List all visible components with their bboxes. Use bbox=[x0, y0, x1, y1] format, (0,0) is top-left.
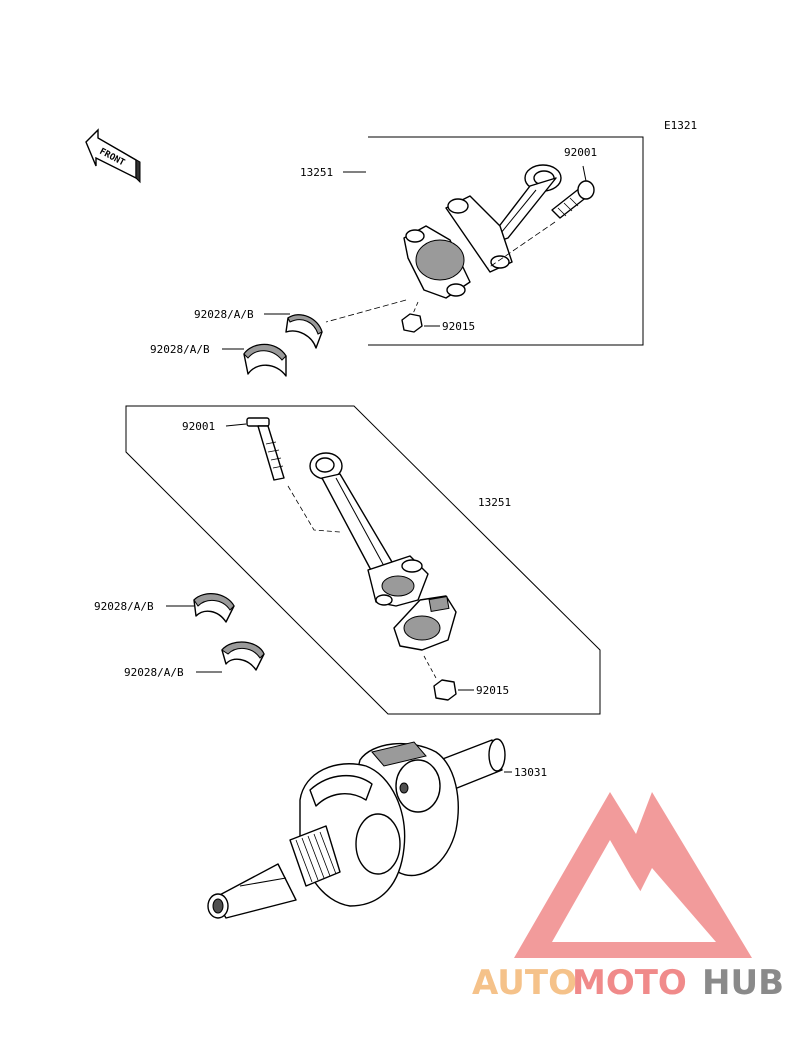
watermark-moto: MOTO bbox=[572, 963, 687, 1003]
lower-nut-label: 92015 bbox=[476, 684, 509, 697]
lower-bearing-label-1: 92028/A/B bbox=[94, 600, 154, 613]
upper-group-frame bbox=[368, 136, 644, 346]
upper-bearing-2 bbox=[222, 343, 287, 377]
watermark-auto: AUTO bbox=[472, 963, 577, 1003]
automotohub-logo bbox=[514, 792, 752, 958]
upper-bearing-label-2: 92028/A/B bbox=[150, 343, 210, 356]
upper-connecting-rod bbox=[403, 164, 562, 299]
upper-group: 13251 92001 bbox=[150, 136, 644, 377]
upper-nut-label: 92015 bbox=[442, 320, 475, 333]
lower-bearing-2 bbox=[196, 641, 265, 673]
lower-bolt bbox=[225, 417, 285, 481]
lower-nut bbox=[433, 679, 474, 701]
lower-group: 13251 92001 bbox=[94, 405, 601, 715]
reference-code: E1321 bbox=[664, 119, 697, 132]
upper-bearing-label-1: 92028/A/B bbox=[194, 308, 254, 321]
upper-bolt bbox=[551, 165, 595, 219]
crankshaft-label: 13031 bbox=[514, 766, 547, 779]
lower-bearing-1 bbox=[166, 593, 235, 623]
watermark-hub: HUB bbox=[702, 963, 784, 1003]
lower-group-frame bbox=[125, 405, 601, 715]
lower-assembly-label: 13251 bbox=[478, 496, 511, 509]
front-arrow-icon: FRONT bbox=[85, 128, 141, 184]
upper-assembly-label: 13251 bbox=[300, 166, 333, 179]
upper-nut bbox=[401, 313, 440, 333]
lower-bearing-label-2: 92028/A/B bbox=[124, 666, 184, 679]
lower-connecting-rod bbox=[309, 452, 457, 651]
lower-bolt-label: 92001 bbox=[182, 420, 215, 433]
crankshaft bbox=[207, 738, 512, 919]
upper-bearing-1 bbox=[264, 313, 323, 349]
watermark: AUTO MOTO HUB bbox=[472, 792, 784, 1003]
upper-bolt-label: 92001 bbox=[564, 146, 597, 159]
crankshaft-gear bbox=[289, 825, 341, 887]
